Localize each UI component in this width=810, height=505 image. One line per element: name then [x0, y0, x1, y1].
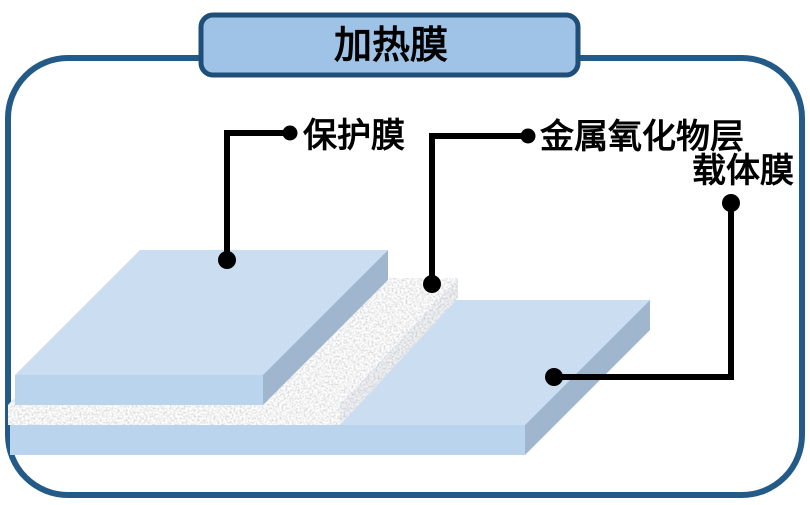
callout-dot-metal-oxide-target: [423, 275, 441, 293]
callout-dot-carrier-film-label: [722, 194, 740, 212]
protective-film-label: 保护膜: [303, 117, 405, 155]
callout-dot-protective-film-label: [282, 125, 298, 141]
carrier-film-front-face: [10, 425, 525, 455]
callout-carrier-film: 载体膜: [545, 152, 794, 386]
metal-oxide-side-shade: [340, 278, 458, 425]
protective-film-layer: [15, 250, 388, 405]
metal-oxide-layer-label: 金属氧化物层: [539, 117, 744, 156]
protective-film-side-face: [263, 250, 388, 405]
protective-film-front-face: [15, 375, 263, 405]
callout-dot-protective-film-target: [218, 251, 236, 269]
callout-dot-metal-oxide-label: [520, 128, 536, 144]
metal-oxide-front-face: [8, 405, 340, 425]
callout-line-carrier-film: [554, 203, 734, 380]
callout-dot-carrier-film-target: [545, 368, 563, 386]
carrier-film-label: 载体膜: [692, 152, 794, 190]
callout-metal-oxide-layer: 金属氧化物层: [423, 117, 744, 293]
callout-line-protective-film: [224, 130, 290, 260]
callout-protective-film: 保护膜: [218, 117, 405, 269]
diagram-title: 加热膜: [334, 25, 448, 67]
protective-film-top-face: [15, 250, 388, 375]
title-box-background: [198, 12, 581, 78]
callout-line-metal-oxide: [429, 133, 528, 284]
title-box: 加热膜: [198, 12, 581, 78]
metal-oxide-side-face: [340, 278, 458, 425]
